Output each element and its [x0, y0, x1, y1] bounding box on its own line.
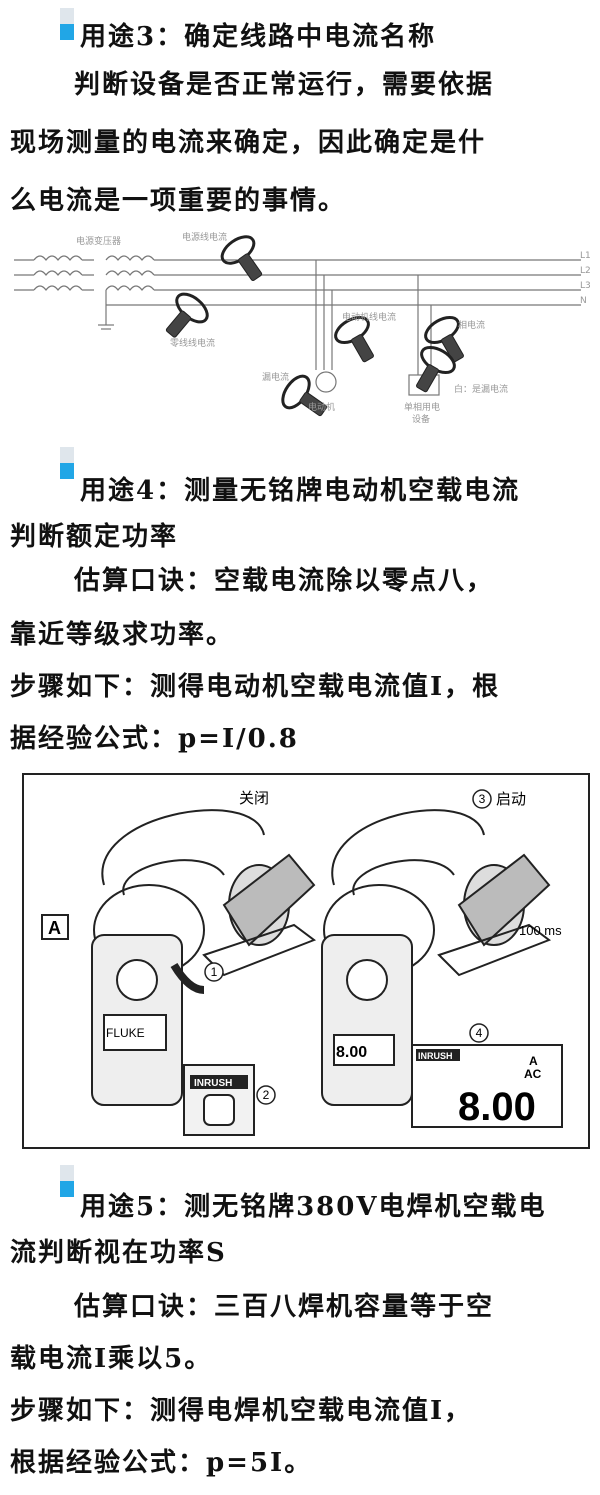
section4-line-2: 靠近等级求功率。 [10, 620, 235, 650]
section-marker [60, 1165, 74, 1197]
section5-line-4: 根据经验公式：p=5I。 [10, 1448, 313, 1478]
leakage-note-label: 白：是漏电流 [454, 383, 508, 395]
device-label-2: 设备 [412, 413, 430, 425]
section4-heading: 用途4：测量无铭牌电动机空载电流 [80, 476, 521, 506]
phase-current-label: 相电流 [458, 319, 485, 331]
transformer-label: 电源变压器 [76, 235, 121, 247]
section3-heading: 用途3：确定线路中电流名称 [80, 22, 437, 52]
device-label: 单相用电 [404, 401, 440, 413]
section5-line-1: 估算口诀：三百八焊机容量等于空 [74, 1292, 495, 1322]
label-start: 启动 [496, 791, 526, 808]
clamp-meter-figure: A 1 2 3 4 关闭 启动 100 ms INRUSH FLUKE 8.00… [22, 773, 590, 1149]
section5-line-3: 步骤如下：测得电焊机空载电流值I， [10, 1396, 473, 1426]
section5-heading: 用途5：测无铭牌380V电焊机空载电 [80, 1192, 547, 1222]
display-inrush-indicator: INRUSH [418, 1051, 453, 1061]
section3-line-3: 么电流是一项重要的事情。 [10, 186, 347, 216]
neutral-current-label: 零线线电流 [170, 337, 215, 349]
unit-ac: AC [524, 1067, 542, 1081]
section5-heading-cont: 流判断视在功率S [10, 1238, 227, 1268]
line-label-l2: L2 [580, 266, 591, 276]
unit-a: A [529, 1054, 538, 1068]
supply-current-label: 电源线电流 [182, 231, 227, 243]
small-display-reading: 8.00 [336, 1044, 367, 1061]
rotate-arrow [170, 962, 205, 994]
line-label-l3: L3 [580, 281, 591, 291]
inrush-key-label: INRUSH [194, 1078, 232, 1089]
label-off: 关闭 [239, 790, 269, 807]
section5-line-2: 载电流I乘以5。 [10, 1344, 213, 1374]
section-marker [60, 447, 74, 479]
motor-current-label: 电动机线电流 [342, 311, 396, 323]
line-label-l1: L1 [580, 251, 591, 261]
section3-line-1: 判断设备是否正常运行，需要依据 [74, 70, 495, 100]
duration-label: 100 ms [519, 923, 562, 938]
section4-line-4: 据经验公式：p=I/0.8 [10, 724, 299, 754]
meter-brand: FLUKE [106, 1026, 145, 1040]
section-marker [60, 8, 74, 40]
step-2-marker: 2 [263, 1088, 270, 1102]
section4-heading-cont: 判断额定功率 [10, 522, 179, 552]
section4-line-1: 估算口诀：空载电流除以零点八， [74, 566, 495, 596]
leakage-current-label: 漏电流 [262, 371, 289, 383]
section4-line-3: 步骤如下：测得电动机空载电流值I，根 [10, 672, 501, 702]
section3-line-2: 现场测量的电流来确定，因此确定是什 [10, 128, 487, 158]
step-1-marker: 1 [211, 965, 218, 979]
label-a: A [48, 918, 61, 938]
big-display-reading: 8.00 [458, 1085, 536, 1129]
line-label-n: N [580, 296, 587, 306]
circuit-diagram: 电源变压器 电源线电流 零线线电流 电动机线电流 相电流 漏电流 白：是漏电流 … [14, 231, 591, 425]
motor-label: 电动机 [308, 401, 335, 413]
step-4-marker: 4 [476, 1026, 483, 1040]
step-3-marker: 3 [479, 792, 486, 806]
